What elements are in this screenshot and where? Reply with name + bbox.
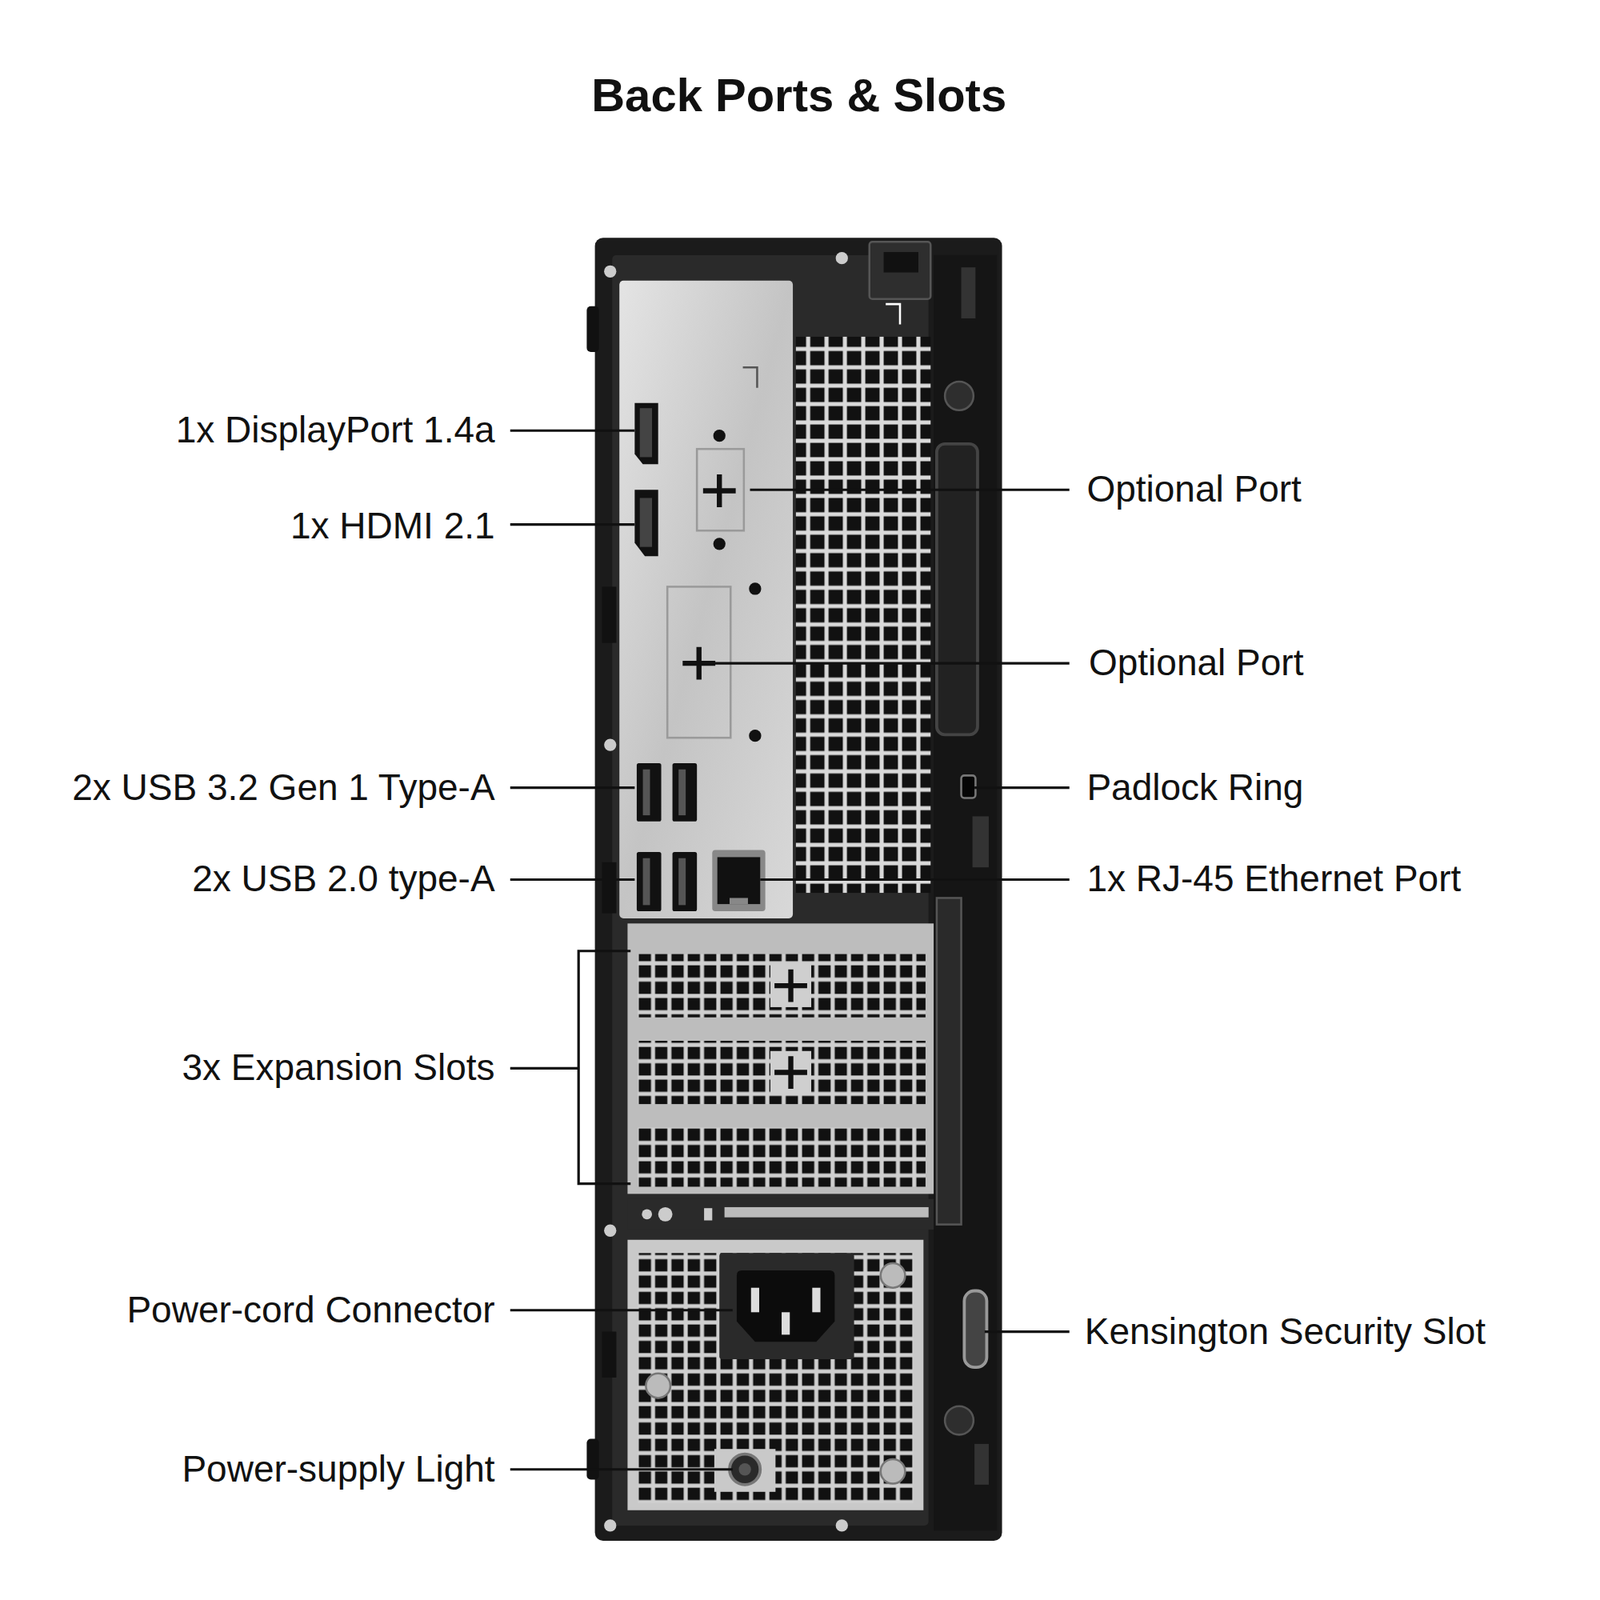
leader-lines <box>510 430 1070 1469</box>
part-label: 1x RJ-45 Ethernet Port <box>1086 857 1461 902</box>
part-label: 2x USB 3.2 Gen 1 Type-A <box>72 765 495 810</box>
slot-cover <box>637 954 926 1018</box>
part-label: 1x DisplayPort 1.4a <box>176 408 496 453</box>
displayport-connector <box>634 403 658 465</box>
diagram-title: Back Ports & Slots <box>591 67 1007 124</box>
io-plate <box>619 280 793 919</box>
expansion-area <box>627 923 934 1194</box>
part-label: Power-supply Light <box>181 1447 495 1492</box>
power-connector <box>719 1252 854 1360</box>
part-label: 3x Expansion Slots <box>181 1046 495 1091</box>
part-label: 2x USB 2.0 type-A <box>192 857 495 902</box>
part-label: Power-cord Connector <box>126 1288 495 1332</box>
padlock-ring <box>961 775 976 798</box>
part-label: Optional Port <box>1088 640 1304 685</box>
chassis <box>595 237 1003 1541</box>
slot-cover <box>637 1127 926 1187</box>
part-label: 1x HDMI 2.1 <box>290 504 496 549</box>
usb-port <box>636 763 662 822</box>
power-light <box>729 1454 760 1485</box>
hdmi-connector <box>634 489 658 556</box>
part-label: Padlock Ring <box>1086 765 1304 810</box>
usb-port <box>636 852 662 912</box>
kensington-slot <box>964 1291 987 1368</box>
usb-port <box>672 852 698 912</box>
ethernet-port <box>712 850 765 912</box>
part-label: Kensington Security Slot <box>1084 1309 1486 1354</box>
usb-port <box>672 763 698 822</box>
slot-cover <box>637 1040 926 1104</box>
part-label: Optional Port <box>1086 468 1301 512</box>
vent-grille <box>796 336 931 893</box>
